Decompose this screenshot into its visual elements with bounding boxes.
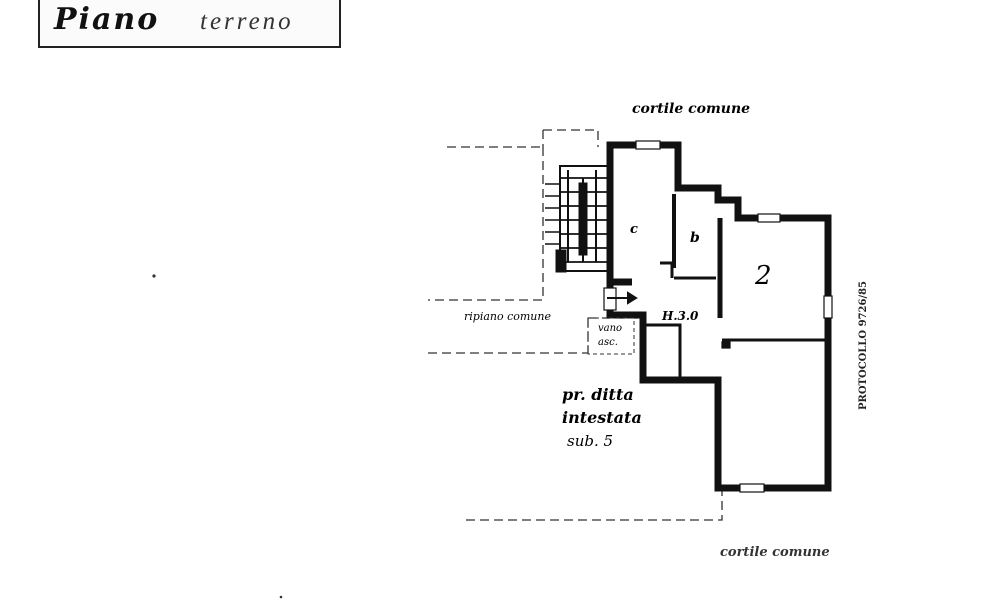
staircase xyxy=(545,165,611,273)
floor-title-main: Piano xyxy=(54,2,160,37)
apartment-walls xyxy=(606,141,832,492)
side-protocol-stamp: PROTOCOLLO 9726/85 xyxy=(858,281,869,410)
courtyard-top-label: cortile comune xyxy=(632,101,750,117)
room-c-label: c xyxy=(630,222,638,237)
floor-title-box: Piano terreno xyxy=(38,0,341,48)
room-2-label: 2 xyxy=(754,261,772,291)
openings xyxy=(603,140,833,493)
lift-label-1: vano xyxy=(598,323,622,334)
speck-mark xyxy=(279,595,283,599)
lift-shaft xyxy=(587,317,635,355)
speck-mark xyxy=(152,274,156,278)
lift-label-2: asc. xyxy=(598,337,618,348)
owner-label-1: pr. ditta xyxy=(562,385,634,404)
owner-label-3: sub. 5 xyxy=(567,432,613,450)
height-label: H.3.0 xyxy=(661,309,699,323)
floor-title-sub: terreno xyxy=(200,8,294,35)
room-b-label: b xyxy=(690,230,700,246)
landing-label: ripiano comune xyxy=(464,310,551,323)
owner-label-2: intestata xyxy=(562,408,642,427)
entrance-arrow xyxy=(607,291,638,305)
courtyard-bottom-label: cortile comune xyxy=(720,545,830,560)
dashed-context-lines xyxy=(428,129,723,521)
